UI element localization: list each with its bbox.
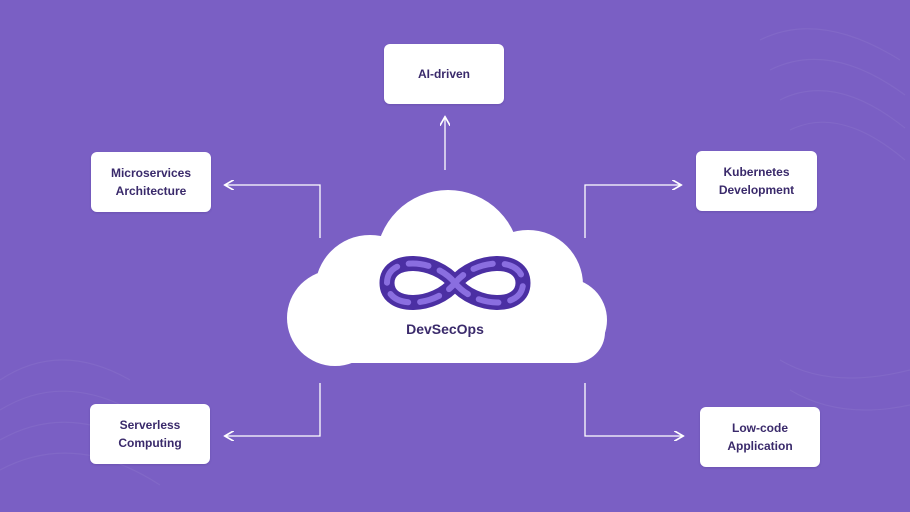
node-serverless-label: Serverless Computing bbox=[118, 418, 182, 450]
node-low-code: Low-code Application bbox=[700, 407, 820, 467]
node-ai-driven: AI-driven bbox=[384, 44, 504, 104]
connector-low-code bbox=[584, 383, 682, 436]
center-label: DevSecOps bbox=[406, 321, 484, 337]
node-kubernetes: Kubernetes Development bbox=[696, 151, 817, 211]
connector-serverless bbox=[226, 383, 321, 436]
node-serverless: Serverless Computing bbox=[90, 404, 210, 464]
node-microservices-label: Microservices Architecture bbox=[110, 166, 192, 198]
infinity-loop-icon bbox=[379, 256, 531, 310]
node-microservices: Microservices Architecture bbox=[91, 152, 211, 212]
node-kubernetes-label: Kubernetes Development bbox=[718, 165, 795, 197]
connector-kubernetes bbox=[584, 185, 680, 238]
node-low-code-label: Low-code Application bbox=[727, 421, 793, 453]
connector-microservices bbox=[226, 185, 321, 238]
node-ai-driven-label: AI-driven bbox=[417, 67, 470, 81]
